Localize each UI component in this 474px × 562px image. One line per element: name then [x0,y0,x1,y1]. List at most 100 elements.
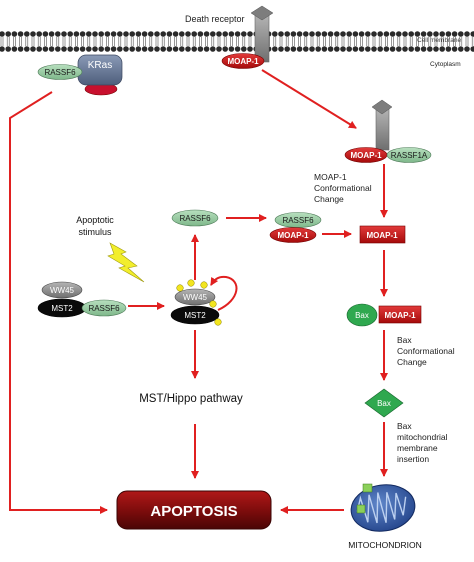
lipid-tail [211,37,215,46]
lipid-head [334,31,340,37]
lipid-tail [106,37,109,46]
lipid-tail [37,37,41,46]
lipid-tail [217,37,221,46]
lipid-tail [87,37,91,46]
lipid-head [73,31,80,37]
lipid-head [427,46,433,52]
lipid-head [48,31,55,37]
lipid-head [284,46,291,52]
arrow-moap1-to-rassf1a [261,69,357,129]
lipid-head [247,31,253,37]
lipid-tail [130,37,134,46]
ww45-center-label: WW45 [183,293,208,302]
ww45-mst2-rassf6-complex: WW45 MST2 RASSF6 [37,281,127,318]
lipid-head [172,31,179,37]
lipid-tail [409,37,413,46]
lipid-tail [155,37,159,46]
lipid-tail [223,37,227,46]
lipid-tail [360,37,363,46]
lipid-tail [304,37,308,46]
lipid-head [402,46,408,52]
lipid-head [154,31,160,37]
lipid-tail [124,37,128,46]
lipid-head [98,31,104,37]
lipid-head [197,31,204,37]
lipid-head [290,46,297,52]
lipid-tail [292,37,295,46]
lipid-head [5,31,11,37]
bax-insert-marker [362,483,373,493]
lipid-head [17,31,24,37]
lipid-head [365,46,371,52]
lipid-head [414,46,421,52]
lipid-head [445,46,452,52]
lipid-head [11,31,18,37]
lipid-head [216,46,222,52]
lipid-tail [378,37,382,46]
autophosphorylation-loop-arrow [210,275,238,311]
lipid-tail [93,37,97,46]
lipid-head [327,46,334,52]
membrane-lipid-tails [0,37,474,46]
lipid-tail [0,37,4,46]
lipid-head [24,31,30,37]
apoptosis-box: APOPTOSIS [116,490,272,530]
moap1-at-receptor: MOAP-1 [221,53,265,69]
lipid-head [228,31,235,37]
lipid-head [470,31,474,37]
lipid-head [402,31,408,37]
svg-text:membrane: membrane [397,443,438,453]
rassf6-membrane-label: RASSF6 [44,68,76,77]
lipid-head [420,31,427,37]
lipid-tail [56,37,60,46]
lipid-tail [13,37,16,46]
arrow-rassf6-to-apoptosis [9,91,108,514]
lipid-head [104,46,111,52]
lipid-tail [75,37,78,46]
ww45-mst2-center-complex: WW45 MST2 [170,275,238,326]
pathway-arrows [9,69,388,514]
kras-label: KRas [88,60,112,71]
lipid-tail [453,37,456,46]
lipid-head [222,31,228,37]
lipid-tail [310,37,314,46]
bax-diamond-label: Bax [377,399,391,408]
lipid-head [352,46,359,52]
lipid-tail [248,37,252,46]
lipid-head [433,31,439,37]
death-receptor-label: Death receptor [185,14,245,24]
phosphate-dot [200,281,208,289]
lipid-head [135,46,142,52]
lipid-tail [397,37,401,46]
lipid-head [296,31,303,37]
lipid-head [148,46,154,52]
svg-text:Apoptotic: Apoptotic [76,215,114,225]
bax-insertion-note: Bax mitochondrial membrane insertion [397,421,448,464]
lipid-head [433,46,439,52]
svg-text:MOAP-1: MOAP-1 [314,172,347,182]
moap1-bax-label: MOAP-1 [384,311,416,320]
lipid-head [234,46,241,52]
lipid-head [30,46,36,52]
lipid-head [179,46,185,52]
lipid-head [185,46,191,52]
svg-text:Conformational: Conformational [397,346,455,356]
lipid-head [408,46,415,52]
lipid-head [191,31,197,37]
lipid-head [414,31,421,37]
lipid-tail [316,37,320,46]
bax-insert-marker [356,504,366,514]
lipid-tail [68,37,72,46]
lipid-tail [323,37,326,46]
lipid-head [365,31,371,37]
lipid-head [247,46,253,52]
lipid-head [67,31,73,37]
lipid-head [203,31,210,37]
lipid-head [117,31,123,37]
lipid-head [172,46,179,52]
lipid-head [79,31,86,37]
bax-conformational-change-note: Bax Conformational Change [397,335,455,367]
lipid-head [129,31,135,37]
lipid-tail [416,37,419,46]
